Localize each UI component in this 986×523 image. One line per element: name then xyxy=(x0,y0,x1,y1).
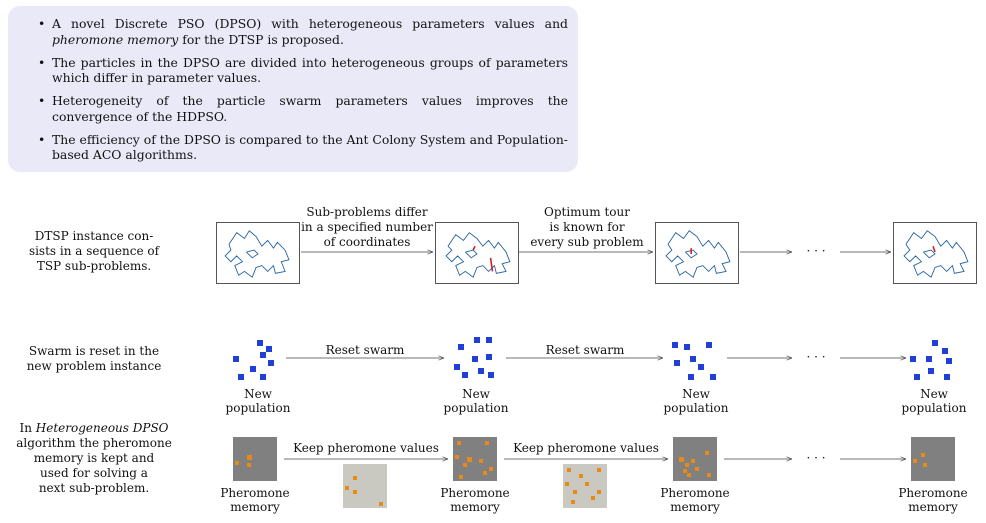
tsp-row-label: DTSP instance con- sists in a sequence o… xyxy=(28,229,160,273)
changed-edge xyxy=(489,257,494,272)
tsp-instance-1 xyxy=(216,222,300,284)
pheromone-matrix-1 xyxy=(233,437,277,481)
pheromone-matrix-icon xyxy=(453,437,497,481)
swarm-n xyxy=(908,338,958,388)
particles-icon xyxy=(454,337,494,378)
particles-icon xyxy=(910,340,952,380)
highlights-list: A novel Discrete PSO (DPSO) with heterog… xyxy=(30,16,568,163)
pheromone-matrix-icon xyxy=(563,464,607,508)
tsp-arrow-label-2: Optimum tour is known for every sub prob… xyxy=(530,205,644,249)
tsp-instance-n xyxy=(893,222,977,284)
pheromone-row-label: In Heterogeneous DPSO algorithm the pher… xyxy=(16,421,172,495)
swarm-2 xyxy=(450,336,500,388)
swarm-1 xyxy=(230,338,280,388)
pheromone-matrix-3 xyxy=(673,437,717,481)
highlight-item: Heterogeneity of the particle swarm para… xyxy=(38,93,568,124)
pheromone-matrix-n xyxy=(911,437,955,481)
swarm-ellipsis: · · · xyxy=(806,350,826,364)
pheromone-matrix-icon xyxy=(233,437,277,481)
highlight-item: The particles in the DPSO are divided in… xyxy=(38,55,568,86)
tsp-ellipsis: · · · xyxy=(806,244,826,258)
pher-ellipsis: · · · xyxy=(806,451,826,465)
pheromone-matrix-copy-2 xyxy=(563,464,607,508)
pher-arrow-label-1: Keep pheromone values xyxy=(293,441,439,455)
swarm-arrow-label-2: Reset swarm xyxy=(545,343,625,357)
pher-arrow-label-2: Keep pheromone values xyxy=(513,441,659,455)
particles-icon xyxy=(233,340,274,380)
highlights-box: A novel Discrete PSO (DPSO) with heterog… xyxy=(8,6,578,172)
tsp-tour-icon xyxy=(224,230,290,278)
pheromone-matrix-icon xyxy=(343,464,387,508)
changed-edge xyxy=(932,245,936,253)
tsp-tour-icon xyxy=(445,232,511,278)
tsp-tour-icon xyxy=(665,230,731,278)
tsp-instance-3 xyxy=(655,222,739,284)
pheromone-matrix-2 xyxy=(453,437,497,481)
tsp-instance-2 xyxy=(435,222,519,284)
swarm-arrow-label-1: Reset swarm xyxy=(325,343,405,357)
swarm-row-label: Swarm is reset in the new problem instan… xyxy=(26,344,162,373)
highlight-item: The efficiency of the DPSO is compared t… xyxy=(38,132,568,163)
changed-edge xyxy=(472,245,476,251)
pheromone-matrix-icon xyxy=(673,437,717,481)
swarm-3 xyxy=(670,336,720,388)
highlight-item: A novel Discrete PSO (DPSO) with heterog… xyxy=(38,16,568,47)
pheromone-matrix-icon xyxy=(911,437,955,481)
particles-icon xyxy=(672,342,716,380)
tsp-arrow-label-1: Sub-problems differ in a specified numbe… xyxy=(301,205,433,249)
pheromone-matrix-copy-1 xyxy=(343,464,387,508)
tsp-tour-icon xyxy=(903,230,969,278)
